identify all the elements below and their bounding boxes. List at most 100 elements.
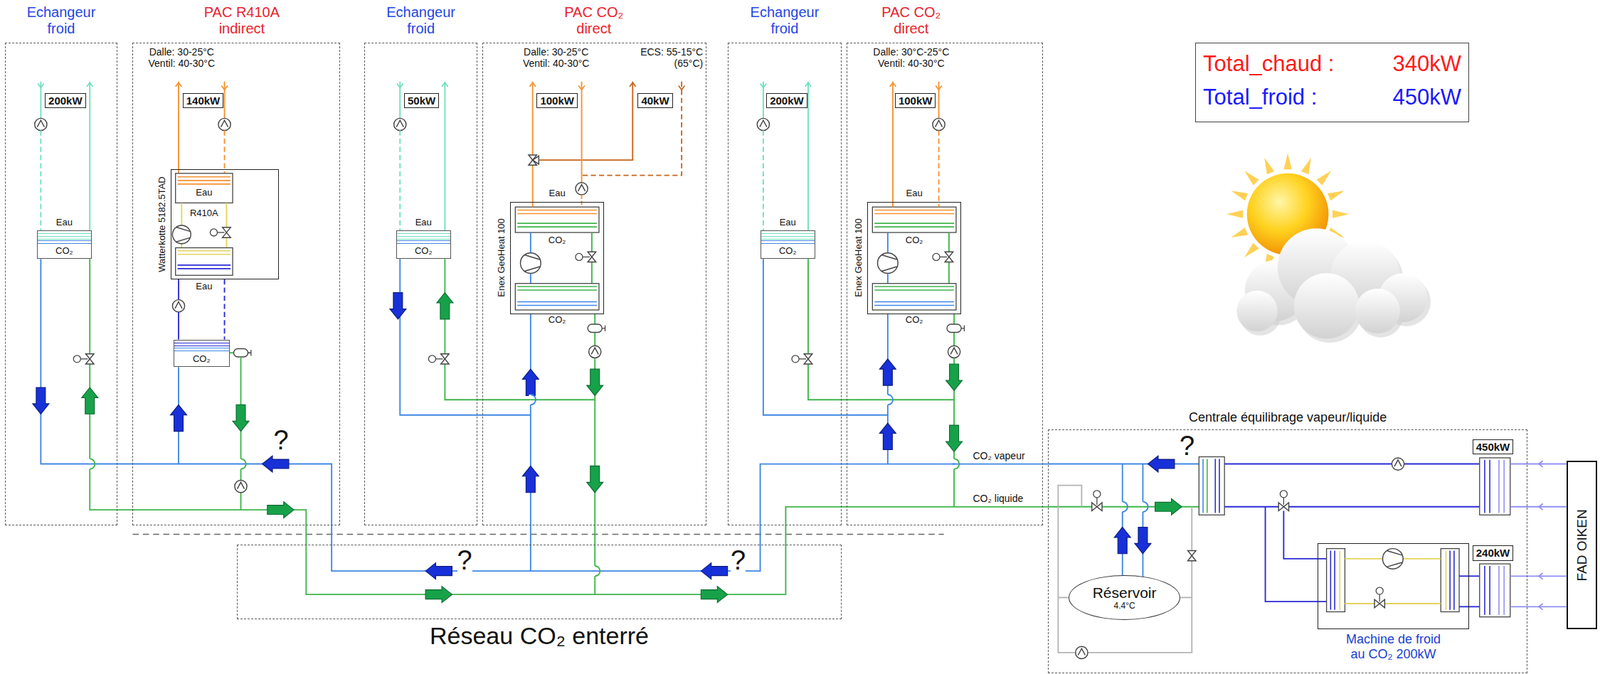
heat-exchanger: EauCO₂ [36,230,92,259]
pipe-hop [87,463,92,466]
exchanger-symbol [1479,458,1511,516]
pump-symbol [221,120,229,127]
sun-ray [1231,227,1249,238]
flow-arrow [81,387,99,415]
motor-symbol [791,355,799,363]
flow-chevron [805,82,812,87]
exchanger-plate [1484,460,1486,514]
valve-symbol [1188,550,1196,561]
sun-ray [1327,190,1345,201]
sun-ray [1283,152,1292,170]
pump-symbol [236,482,245,489]
pump-symbol [34,118,47,131]
fluid-label: CO₂ [530,235,585,247]
exchanger-plate [1489,566,1491,616]
pipe [177,81,180,174]
pipe [1121,464,1124,578]
pump-symbol [36,120,45,127]
pump-symbol [759,120,767,127]
label-text: 450kW [1476,441,1511,454]
heat-pump-unit: Enex GeoHeat 100EauCO₂CO₂ [510,202,605,315]
motor-symbol [1093,490,1101,498]
pipe [443,81,446,231]
fluid-label: Eau [887,188,942,200]
valve-stem [1283,497,1285,506]
exchanger-plate [874,222,955,225]
pipe-hop [1120,502,1125,513]
model-name: Enex GeoHeat 100 [496,219,508,299]
sun-ray [1316,170,1332,185]
pipe [229,352,235,354]
label-text: Réservoir [1092,584,1157,602]
flow-chevron [935,85,942,90]
label-text: 140kW [186,94,221,107]
external-unit: FAD OIKEN [1566,461,1598,630]
pipe-hop [89,458,95,469]
pipe-label: CO₂ liquide [971,493,1025,505]
pipe [581,81,683,176]
valve-stem [1379,594,1381,602]
pipe-hop [594,566,600,577]
pipe [581,194,583,208]
exchanger-plate [874,209,955,212]
pipe [1459,575,1480,577]
exchanger-plate [177,179,232,182]
exchanger-plate [517,289,597,291]
pump-symbol [172,300,185,313]
fluid-label: CO₂ [887,315,942,326]
heat-pump-unit: Watterkotte 5182.5TADEauR410AEau [170,169,279,280]
pipe [1459,606,1480,608]
label-text: 40kW [640,94,669,107]
pipe-hop [1141,502,1145,513]
pipe [530,314,532,572]
pipe [177,312,180,341]
unit-name: FAD OIKEN [1573,509,1590,582]
flow-chevron [86,82,94,87]
flow-chevron [1538,503,1544,511]
total-name: Total_chaud : [1203,51,1366,77]
pipe-hop [528,399,533,401]
section-heading: Echangeur froid [744,4,826,37]
section-heading: Echangeur froid [379,4,462,37]
fluid-label: CO₂ [173,354,230,365]
flow-chevron [760,83,767,89]
flow-arrow [1148,456,1175,473]
exchanger-plate [1484,566,1486,616]
label-text: 240kW [1476,547,1511,560]
totals-box: Total_chaud :340kWTotal_froid :450kW [1195,42,1470,123]
separator-symbol [946,324,962,333]
plant-box: Centrale équilibrage vapeur/liquide450kW… [1047,429,1528,674]
pipe [225,202,227,248]
pipe [40,258,760,572]
exchanger-symbol [515,207,600,233]
exchanger-plate [1503,460,1505,514]
fluid-label: CO₂ [887,235,942,247]
flow-arrow [425,563,452,580]
flow-arrow [262,456,289,473]
model-name: Enex GeoHeat 100 [853,219,865,299]
motor-symbol [1279,490,1287,498]
chiller-title: Machine de froid au CO₂ 200kW [1339,632,1448,662]
exchanger-plate [517,285,597,288]
flow-chevron [529,82,536,87]
pump-symbol [947,345,960,358]
motor-symbol [209,229,217,237]
sun-ray [1231,190,1249,201]
exchanger-plate [517,213,597,215]
exchanger-symbol [175,248,233,277]
pipe [399,130,401,232]
flow-chevron [37,83,45,89]
network-box: Réseau CO₂ enterré [236,544,843,620]
label-text: 100kW [898,94,933,107]
pump-symbol [756,118,770,131]
pipe [532,81,534,208]
pipe-hop [1120,506,1125,508]
compressor-symbol [881,255,898,272]
flow-chevron [221,85,228,90]
pipe-label: CO₂ vapeur [971,450,1026,462]
pipe [808,258,955,400]
fluid-label: Eau [175,281,233,293]
label-text: 50kW [407,94,436,107]
question-mark: ? [273,426,289,454]
